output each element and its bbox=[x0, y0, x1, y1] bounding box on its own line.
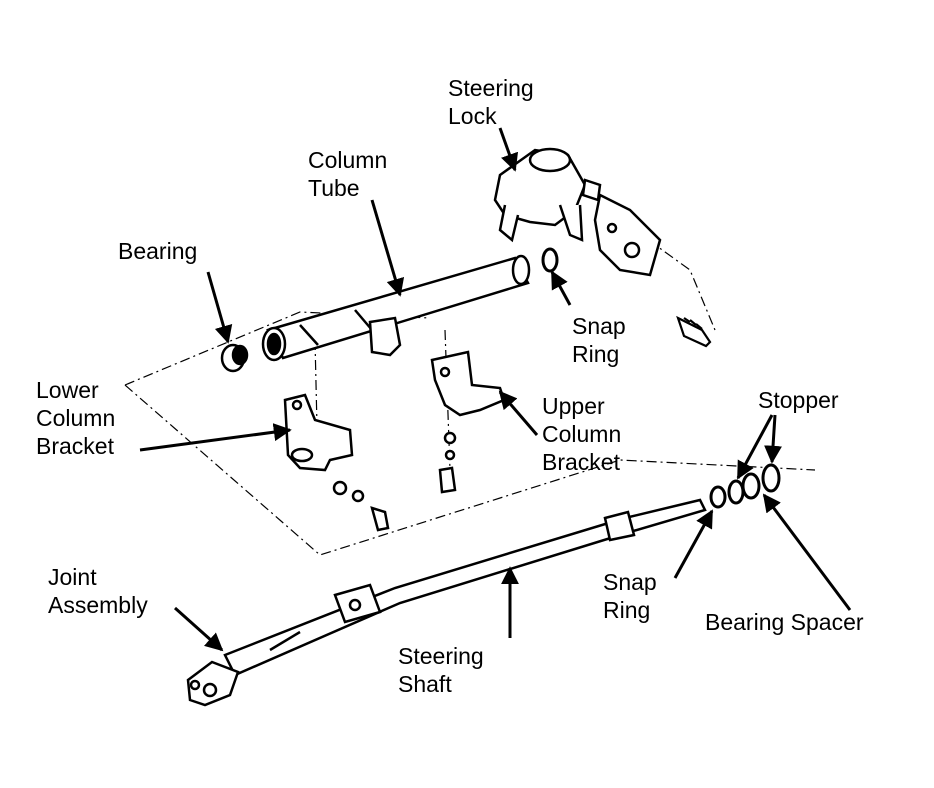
label-column-tube: Column Tube bbox=[308, 147, 388, 201]
leader-arrows bbox=[139, 127, 852, 652]
upper-snap-ring-part bbox=[541, 247, 559, 273]
label-joint-assembly: Joint Assembly bbox=[48, 564, 148, 618]
label-steering-lock: Steering Lock bbox=[448, 75, 534, 129]
label-bearing-spacer: Bearing Spacer bbox=[705, 609, 864, 635]
stopper-rings-part bbox=[709, 463, 781, 509]
column-tube-part bbox=[261, 254, 531, 362]
lower-column-bracket-part bbox=[283, 393, 390, 532]
label-bearing: Bearing bbox=[118, 238, 198, 264]
label-steering-shaft: Steering Shaft bbox=[398, 643, 484, 697]
label-stopper: Stopper bbox=[758, 387, 839, 413]
bearing-part bbox=[220, 343, 249, 373]
label-upper-column-bracket: Upper Column Bracket bbox=[542, 393, 622, 475]
label-snap-ring-upper: Snap Ring bbox=[572, 313, 626, 367]
upper-column-bracket-part bbox=[430, 350, 506, 494]
label-snap-ring-lower: Snap Ring bbox=[603, 569, 657, 623]
label-lower-column-bracket: Lower Column Bracket bbox=[36, 377, 116, 459]
lock-bolt-part bbox=[676, 315, 712, 348]
